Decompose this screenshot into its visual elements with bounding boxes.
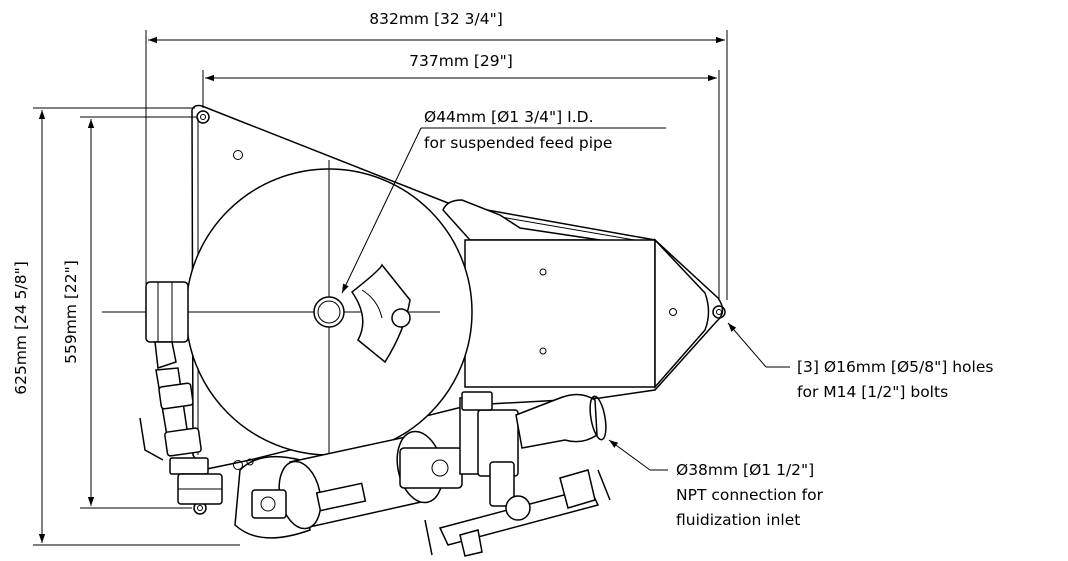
motor-housing [442,199,710,389]
dimension-overall-width: 832mm [32 3/4"] [145,10,728,300]
inlet-callout: Ø38mm [Ø1 1/2"] NPT connection for fluid… [608,439,824,529]
inlet-callout-line2: NPT connection for [676,486,824,504]
overall-height-label: 625mm [24 5/8"] [12,261,30,395]
inlet-callout-line3: fluidization inlet [676,511,800,529]
holes-callout-line2: for M14 [1/2"] bolts [797,383,948,401]
feed-pipe-callout-line1: Ø44mm [Ø1 3/4"] I.D. [424,108,594,126]
dimension-bolt-span-width: 737mm [29"] [202,52,720,300]
overall-width-label: 832mm [32 3/4"] [369,10,503,28]
inlet-callout-line1: Ø38mm [Ø1 1/2"] [676,461,814,479]
bolt-span-width-label: 737mm [29"] [409,52,513,70]
holes-callout-line1: [3] Ø16mm [Ø5/8"] holes [797,358,993,376]
left-hose-and-valve [139,367,223,505]
side-pipe-fitting [145,281,189,370]
feed-pipe-callout-line2: for suspended feed pipe [424,134,612,152]
dimension-overall-height: 625mm [24 5/8"] [12,107,240,546]
upper-inlet-assembly [399,391,607,507]
dimension-bolt-span-height: 559mm [22"] [62,116,197,509]
holes-callout: [3] Ø16mm [Ø5/8"] holes for M14 [1/2"] b… [727,322,993,401]
feed-pipe-callout: Ø44mm [Ø1 3/4"] I.D. for suspended feed … [341,108,666,294]
bolt-span-height-label: 559mm [22"] [62,260,80,364]
fluidization-valve [424,469,611,557]
rotor-disc [102,160,473,460]
